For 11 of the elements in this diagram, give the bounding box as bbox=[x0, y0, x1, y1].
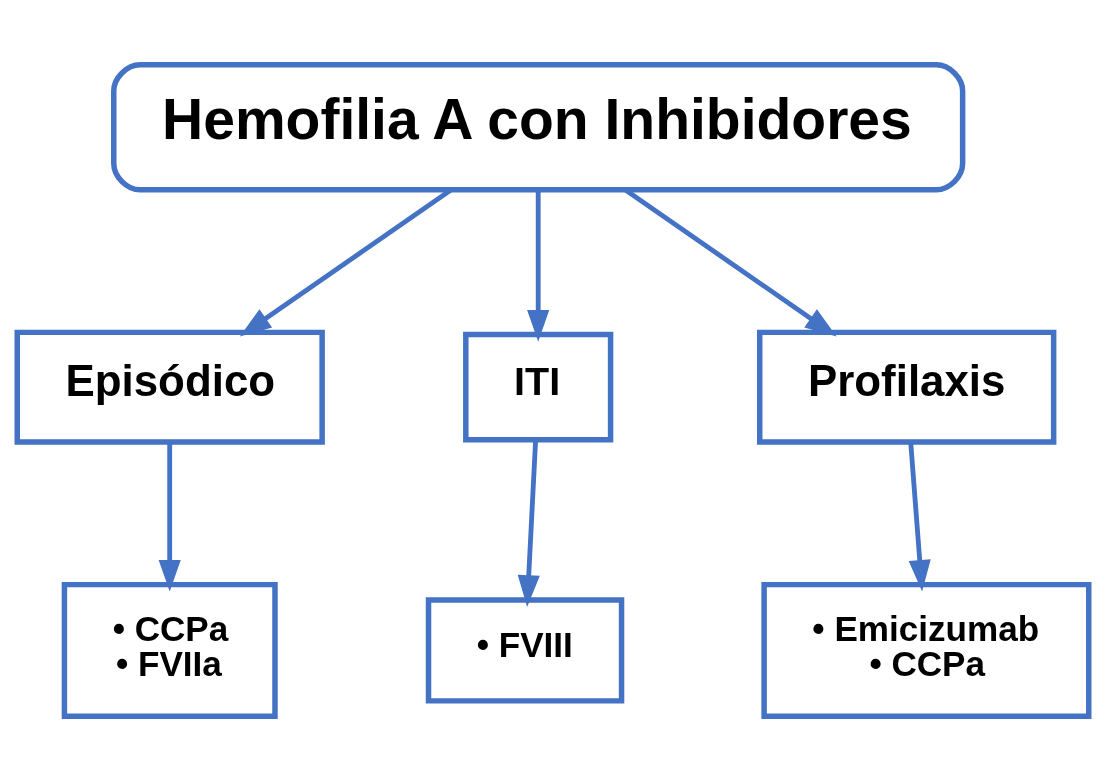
arrow bbox=[517, 439, 540, 607]
node-box: Episódico bbox=[14, 329, 325, 445]
arrow bbox=[158, 441, 181, 592]
node-box: • Emicizumab • CCPa bbox=[761, 581, 1092, 719]
node-box: • CCPa • FVIIa bbox=[61, 581, 278, 719]
node-box: ITI bbox=[463, 331, 614, 443]
arrow bbox=[908, 441, 931, 592]
node-box: Hemofilia A con Inhibidores bbox=[111, 61, 966, 193]
node-box: Profilaxis bbox=[757, 329, 1057, 445]
arrow bbox=[527, 189, 550, 342]
node-box: • FVIII bbox=[425, 596, 625, 704]
